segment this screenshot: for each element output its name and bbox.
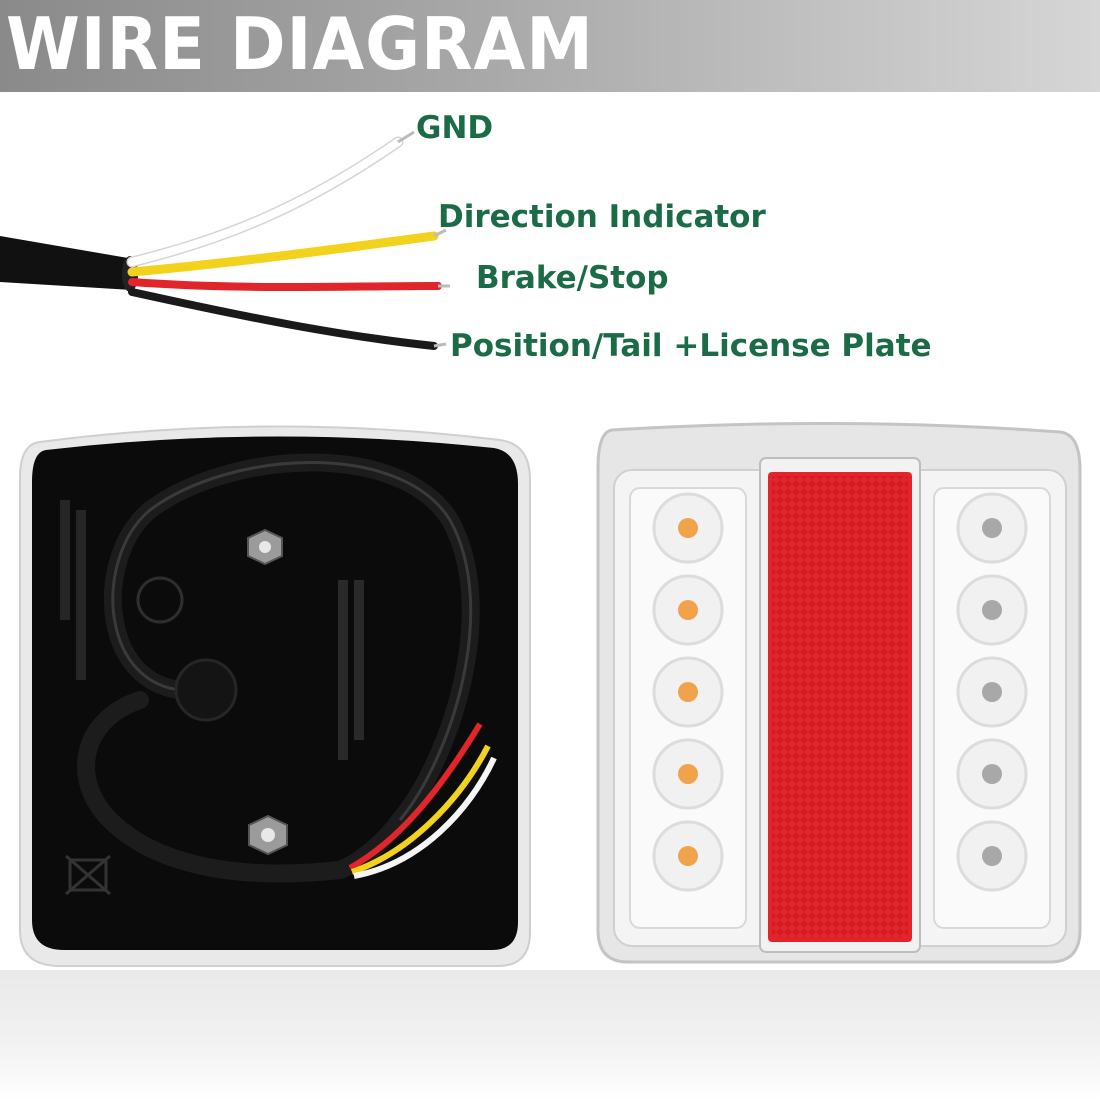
back-date-wheel xyxy=(136,576,184,624)
back-grommet xyxy=(174,658,238,722)
back-emboss-2 xyxy=(354,580,364,740)
back-screw-top xyxy=(247,528,283,566)
led-right-5 xyxy=(956,820,1028,892)
back-emboss-3 xyxy=(60,500,70,620)
reflection-fade xyxy=(0,970,1100,1100)
back-screw-bottom xyxy=(248,814,288,856)
wire-tip-gnd xyxy=(397,130,415,144)
back-wire-yellow xyxy=(351,744,491,875)
back-emboss-4 xyxy=(76,510,86,680)
led-left-5 xyxy=(652,820,724,892)
header-banner: WIRE DIAGRAM xyxy=(0,0,1100,92)
wire-position xyxy=(128,288,438,350)
led-left-2 xyxy=(652,574,724,646)
led-right-3 xyxy=(956,656,1028,728)
back-emboss-1 xyxy=(338,580,348,760)
front-red-texture xyxy=(772,476,908,938)
led-right-2 xyxy=(956,574,1028,646)
wire-label-gnd: GND xyxy=(416,110,494,146)
wire-gnd-fill xyxy=(128,138,402,266)
lamp-back-panel xyxy=(19,425,531,967)
back-bin-symbol xyxy=(65,854,111,896)
back-wire-red xyxy=(348,722,483,871)
cable-sheath xyxy=(0,236,132,290)
led-left-3 xyxy=(652,656,724,728)
back-wire-white xyxy=(353,756,497,879)
led-left-1 xyxy=(652,492,724,564)
led-right-1 xyxy=(956,492,1028,564)
wire-tip-direction xyxy=(433,228,447,238)
back-cable-highlight xyxy=(111,461,473,821)
page-title: WIRE DIAGRAM xyxy=(6,2,594,86)
led-left-4 xyxy=(652,738,724,810)
wire-label-direction: Direction Indicator xyxy=(438,199,766,235)
wire-brake xyxy=(128,278,442,291)
wire-tip-position xyxy=(433,342,447,348)
wire-label-brake: Brake/Stop xyxy=(476,260,669,296)
led-right-4 xyxy=(956,738,1028,810)
wire-direction xyxy=(127,231,439,277)
wire-label-position: Position/Tail +License Plate xyxy=(450,328,932,364)
